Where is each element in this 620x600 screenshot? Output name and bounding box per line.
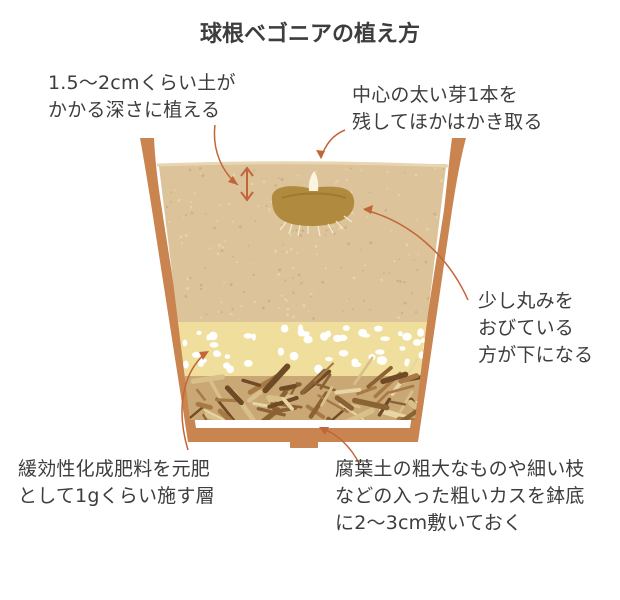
label-rounded-side: 少し丸みをおびている方が下になる (478, 290, 594, 366)
diagram-title: 球根ベゴニアの植え方 (199, 22, 420, 47)
tuber (271, 171, 355, 237)
arrow-rounded (364, 209, 469, 301)
arrowhead-rounded (363, 205, 373, 214)
arrow-bud (320, 129, 346, 159)
arrowhead-bud (316, 150, 325, 159)
arrow-fertilizer (181, 351, 208, 451)
label-depth: 1.5〜2cmくらい土がかかる深さに植える (48, 72, 236, 121)
label-base-layer: 腐葉土の粗大なものや細い枝などの入った粗いカスを鉢底に2〜3cm敷いておく (335, 458, 585, 534)
arrowhead-fertilizer (199, 351, 209, 360)
arrowhead-base (319, 427, 329, 435)
bud-icon (308, 171, 319, 191)
label-bud: 中心の太い芽1本を残してほかはかき取る (352, 84, 543, 133)
pot-bottom (188, 428, 418, 448)
depth-arrow (240, 166, 254, 202)
arrowhead-depth (228, 176, 238, 185)
label-fertilizer: 緩効性化成肥料を元肥として1gくらい施す層 (18, 458, 215, 507)
